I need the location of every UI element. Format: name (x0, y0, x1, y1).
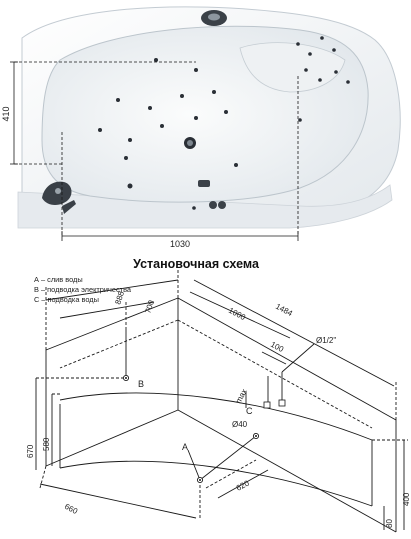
label-c: C (246, 406, 253, 416)
label-b: B (138, 379, 144, 389)
dim-max: max (234, 387, 249, 405)
dim-660: 660 (63, 502, 79, 516)
dim-580: 580 (42, 437, 51, 451)
bathtub-photo: 410 1030 (1, 6, 401, 249)
dim-670: 670 (26, 444, 35, 458)
iso-dim-labels: 888 700 1000 1484 100 Ø1/2" max Ø40 670 … (26, 290, 411, 528)
dim-400: 400 (402, 492, 411, 506)
dim-1484: 1484 (274, 302, 294, 319)
dim-100: 100 (269, 340, 285, 354)
photo-dim-width-label: 1030 (170, 239, 190, 249)
dim-1000: 1000 (227, 306, 247, 323)
photo-dim-height-label: 410 (1, 106, 11, 121)
legend-item-a: А – слив воды (34, 275, 83, 284)
legend-item-b: В – подводка электричества (34, 285, 132, 294)
photo-dim-height (10, 61, 196, 165)
dim-888: 888 (113, 290, 126, 306)
dim-d40: Ø40 (232, 420, 248, 429)
legend: А – слив воды В – подводка электричества… (34, 275, 132, 304)
page-title: Установочная схема (133, 257, 260, 271)
iso-points (122, 374, 286, 484)
tub-apron (17, 184, 393, 229)
dim-700: 700 (143, 299, 156, 315)
dim-thread: Ø1/2" (316, 336, 336, 345)
jets (98, 36, 350, 210)
fixtures (42, 10, 227, 214)
photo-dim-width (61, 76, 299, 241)
label-a: A (182, 442, 188, 452)
legend-item-c: С – подводка воды (34, 295, 99, 304)
iso-schema (35, 270, 408, 533)
dim-80: 80 (385, 519, 394, 528)
